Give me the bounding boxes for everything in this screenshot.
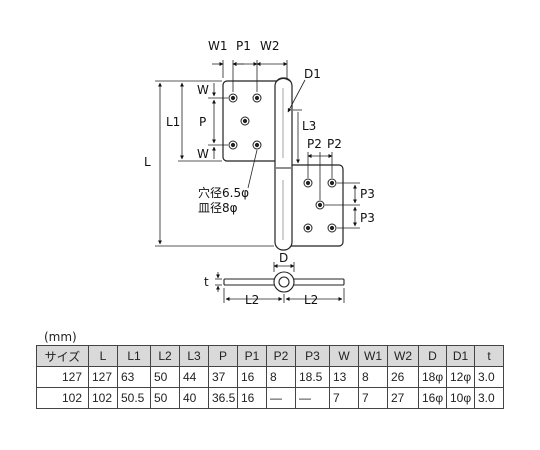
label-l2-left: L2 bbox=[245, 293, 259, 307]
label-p1: P1 bbox=[236, 39, 251, 53]
header-d: D bbox=[418, 345, 447, 367]
countersink-diameter-note: 皿径8φ bbox=[198, 201, 238, 215]
header-p2: P2 bbox=[266, 345, 296, 367]
right-leaf bbox=[285, 164, 344, 247]
table-cell: 3.0 bbox=[474, 366, 504, 388]
unit-label: (mm) bbox=[44, 330, 77, 344]
table-cell: 37 bbox=[208, 366, 238, 388]
table-cell: 44 bbox=[179, 366, 209, 388]
label-d: D bbox=[279, 251, 288, 265]
label-p3-bottom: P3 bbox=[360, 211, 375, 225]
table-cell: 26 bbox=[387, 366, 419, 388]
table-cell: 50 bbox=[150, 387, 180, 409]
table-cell: 16φ bbox=[418, 387, 447, 409]
label-t: t bbox=[204, 275, 209, 289]
label-l3: L3 bbox=[302, 119, 316, 133]
table-cell: 127 bbox=[88, 366, 118, 388]
table-cell: 63 bbox=[117, 366, 151, 388]
label-p3-top: P3 bbox=[360, 187, 375, 201]
header-l2: L2 bbox=[150, 345, 180, 367]
table-cell: 36.5 bbox=[208, 387, 238, 409]
table-cell: 50 bbox=[150, 366, 180, 388]
label-l1: L1 bbox=[166, 115, 180, 129]
table-cell: — bbox=[295, 387, 330, 409]
header-l: L bbox=[88, 345, 118, 367]
table-cell: 7 bbox=[329, 387, 359, 409]
header-p: P bbox=[208, 345, 238, 367]
label-d1: D1 bbox=[304, 67, 321, 81]
label-w2: W2 bbox=[260, 39, 280, 53]
hole-diameter-note: 穴径6.5φ bbox=[198, 185, 249, 200]
table-cell: 10φ bbox=[446, 387, 475, 409]
header-w1: W1 bbox=[358, 345, 388, 367]
header-t: t bbox=[474, 345, 504, 367]
header-size: サイズ bbox=[36, 345, 89, 367]
table-cell: 102 bbox=[88, 387, 118, 409]
header-l3: L3 bbox=[179, 345, 209, 367]
label-p2-right: P2 bbox=[327, 137, 342, 151]
table-cell: 18φ bbox=[418, 366, 447, 388]
table-cell: 8 bbox=[266, 366, 296, 388]
header-w: W bbox=[329, 345, 359, 367]
table-row: 102 102 50.5 50 40 36.5 16 — — 7 7 27 16… bbox=[36, 387, 504, 409]
hinge-side-view bbox=[223, 271, 345, 293]
label-w-top: W bbox=[197, 83, 209, 97]
table-cell: 40 bbox=[179, 387, 209, 409]
table-cell: 127 bbox=[36, 366, 89, 388]
table-cell: — bbox=[266, 387, 296, 409]
header-p1: P1 bbox=[237, 345, 267, 367]
hinge-drawing: W1 P1 W2 L L1 P W W D1 L3 P2 P2 bbox=[144, 39, 375, 307]
table-cell: 16 bbox=[237, 387, 267, 409]
table-cell: 50.5 bbox=[117, 387, 151, 409]
spec-table: サイズ L L1 L2 L3 P P1 P2 P3 W W1 W2 D D1 t… bbox=[36, 345, 504, 409]
table-cell: 7 bbox=[358, 387, 388, 409]
spec-header-row: サイズ L L1 L2 L3 P P1 P2 P3 W W1 W2 D D1 t bbox=[36, 345, 504, 367]
header-p3: P3 bbox=[295, 345, 330, 367]
table-cell: 8 bbox=[358, 366, 388, 388]
label-w-bottom: W bbox=[197, 147, 209, 161]
table-cell: 27 bbox=[387, 387, 419, 409]
hinge-knuckle bbox=[274, 77, 293, 251]
table-cell: 13 bbox=[329, 366, 359, 388]
table-cell: 16 bbox=[237, 366, 267, 388]
header-w2: W2 bbox=[387, 345, 419, 367]
table-cell: 3.0 bbox=[474, 387, 504, 409]
right-leaf-holes bbox=[303, 178, 337, 233]
header-l1: L1 bbox=[117, 345, 151, 367]
header-d1: D1 bbox=[446, 345, 475, 367]
table-row: 127 127 63 50 44 37 16 8 18.5 13 8 26 18… bbox=[36, 366, 504, 388]
label-p2-left: P2 bbox=[307, 137, 322, 151]
label-p: P bbox=[199, 115, 206, 129]
left-leaf-holes bbox=[228, 93, 262, 150]
label-l2-right: L2 bbox=[304, 293, 318, 307]
label-w1: W1 bbox=[208, 39, 228, 53]
label-l: L bbox=[144, 155, 151, 169]
table-cell: 12φ bbox=[446, 366, 475, 388]
table-cell: 18.5 bbox=[295, 366, 330, 388]
table-cell: 102 bbox=[36, 387, 89, 409]
